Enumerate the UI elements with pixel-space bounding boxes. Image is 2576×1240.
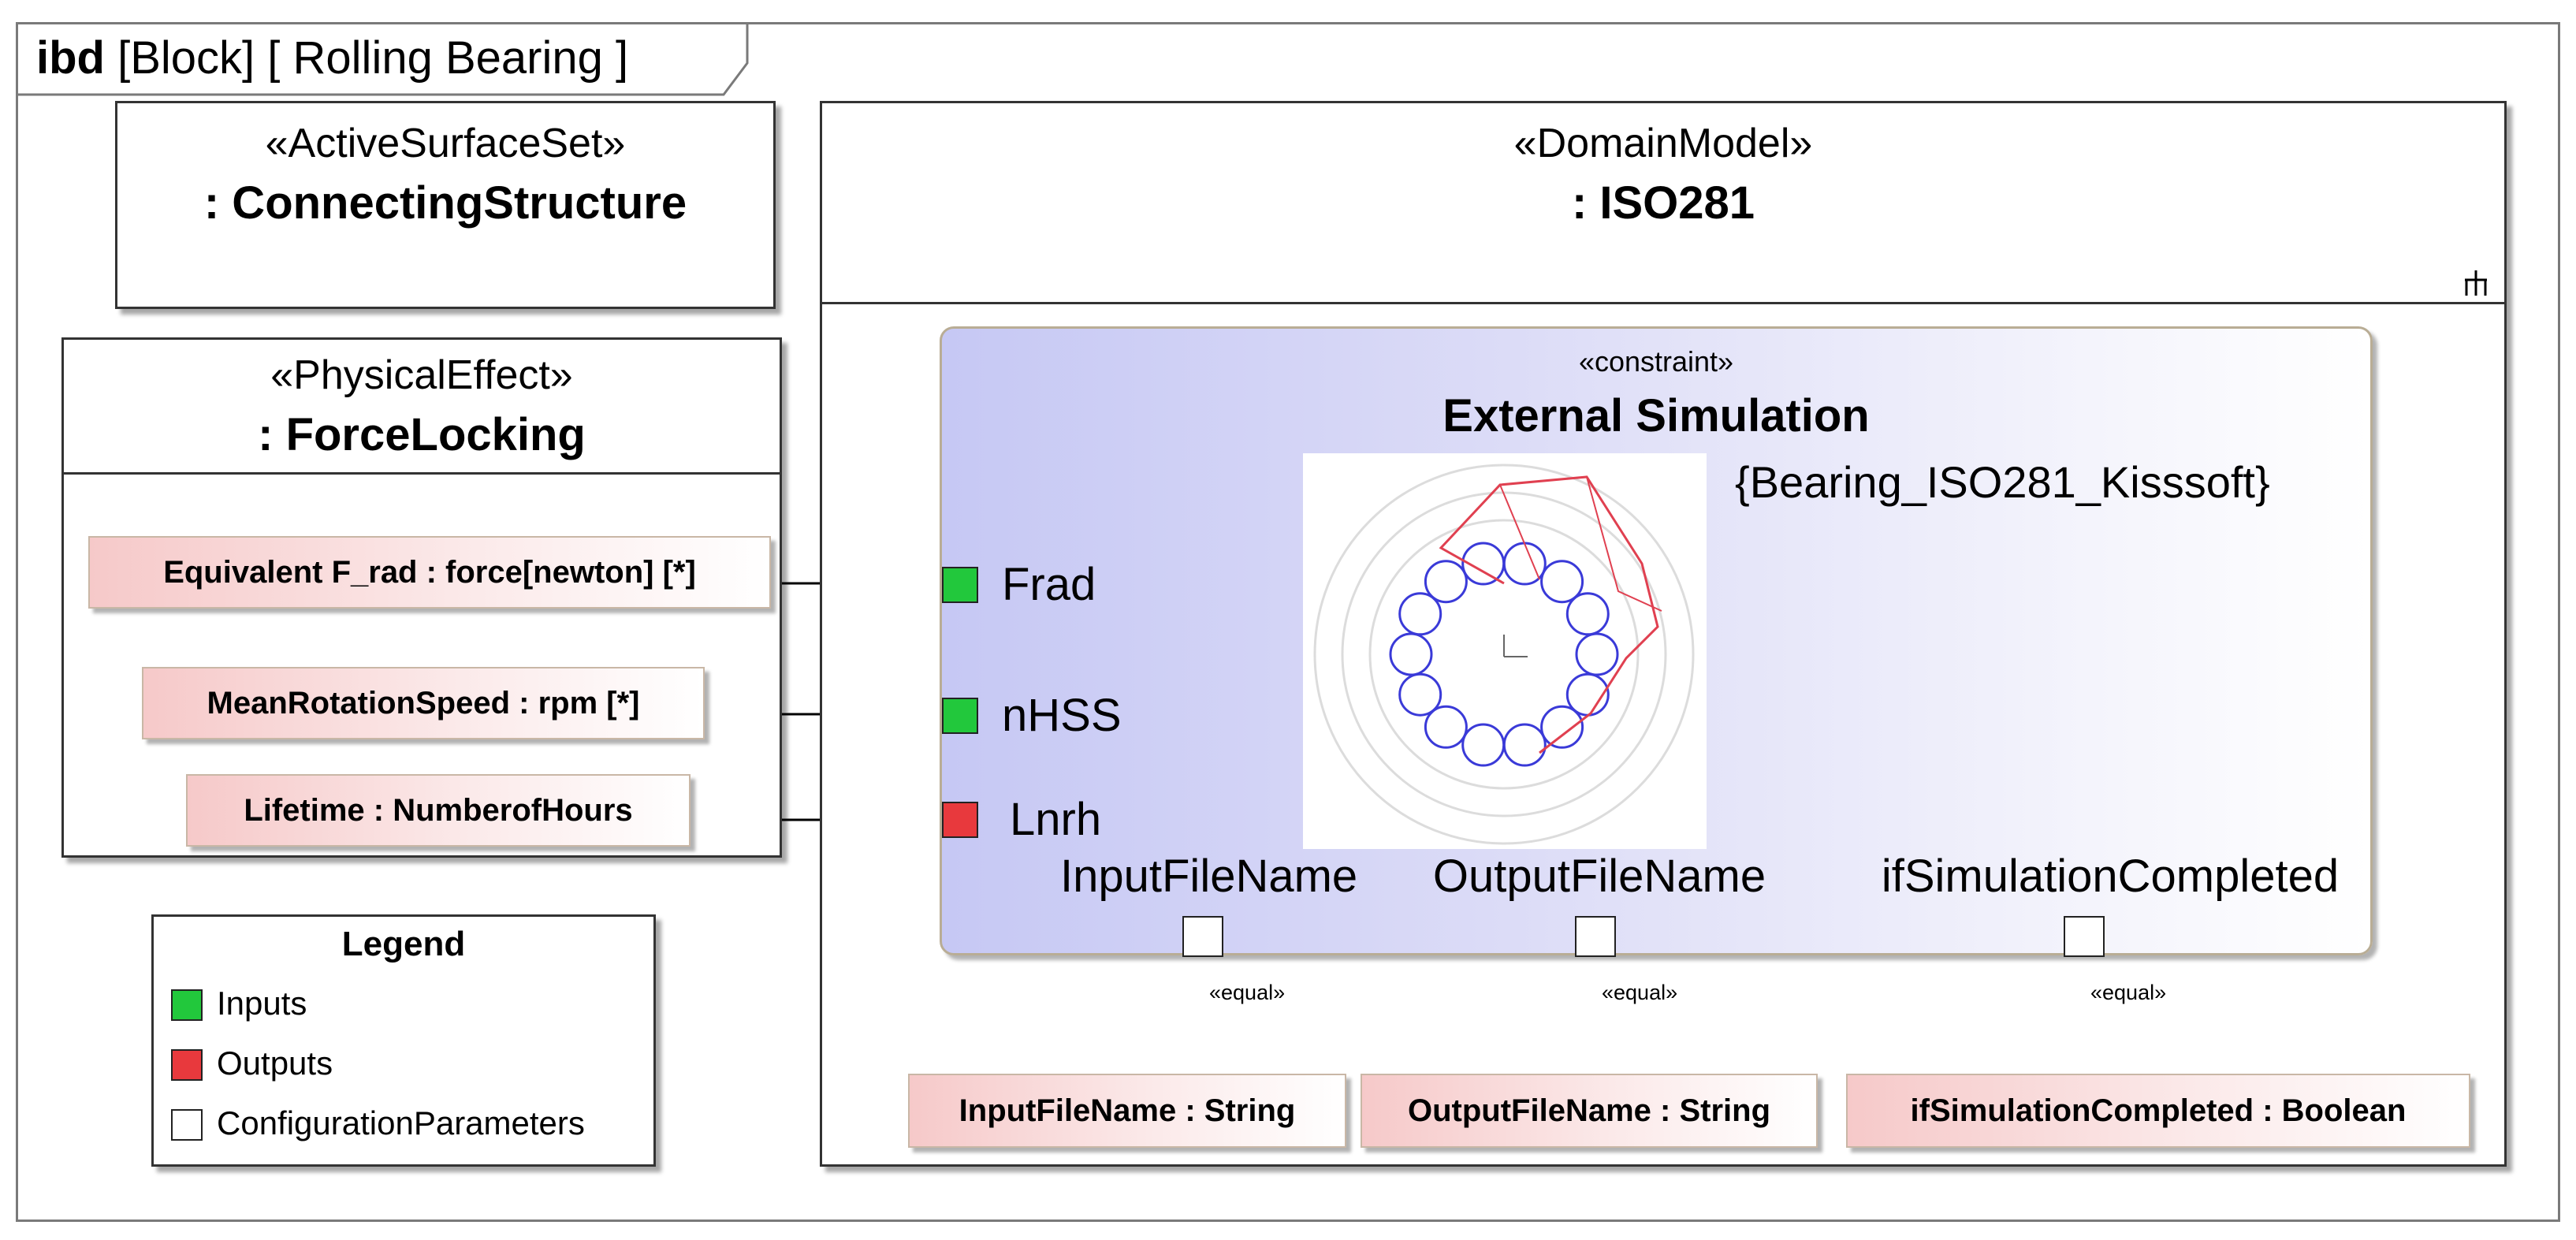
bearing-ball <box>1461 723 1506 767</box>
value-mean-rotation-speed[interactable]: MeanRotationSpeed : rpm [*] <box>142 667 705 739</box>
bearing-ball <box>1389 632 1433 676</box>
port-lnrh[interactable] <box>942 802 978 838</box>
legend-swatch-configuration <box>171 1109 203 1141</box>
active-surface-name: : ConnectingStructure <box>203 177 687 229</box>
value-equivalent-frad[interactable]: Equivalent F_rad : force[newton] [*] <box>88 536 771 609</box>
frame-title: ibd [Block] [ Rolling Bearing ] <box>36 30 628 87</box>
config-label-ifsimulationcompleted: ifSimulationCompleted <box>1881 851 2340 902</box>
equal-label-outputfilename: «equal» <box>1602 981 1678 1004</box>
value-inputfilename[interactable]: InputFileName : String <box>908 1074 1346 1148</box>
bearing-ball <box>1398 592 1442 636</box>
bearing-ball <box>1575 632 1619 676</box>
bearing-ball <box>1540 560 1584 604</box>
domain-model-divider <box>822 302 2504 304</box>
bearing-ball <box>1540 705 1584 749</box>
active-surface-stereotype: «ActiveSurfaceSet» <box>265 121 626 166</box>
port-label-lnrh: Lnrh <box>1010 794 1102 845</box>
constraint-expression: {Bearing_ISO281_Kisssoft} <box>1735 457 2270 507</box>
bearing-image <box>1303 453 1707 849</box>
port-ifsimulationcompleted[interactable] <box>2064 916 2105 957</box>
structure-icon <box>2465 270 2487 296</box>
port-frad[interactable] <box>942 567 978 603</box>
frame-kind: ibd <box>36 32 105 84</box>
physical-effect-name: : ForceLocking <box>258 409 586 460</box>
domain-model-name: : ISO281 <box>1571 177 1755 229</box>
frame-block: [Block] <box>117 32 255 84</box>
physical-effect-divider <box>64 472 780 475</box>
port-nhss[interactable] <box>942 698 978 734</box>
port-outputfilename[interactable] <box>1575 916 1616 957</box>
constraint-stereotype: «constraint» <box>1578 345 1734 378</box>
bearing-ball <box>1565 592 1610 636</box>
legend-swatch-inputs <box>171 989 203 1021</box>
active-surface-block[interactable]: «ActiveSurfaceSet» : ConnectingStructure <box>115 101 776 309</box>
legend-label-configuration: ConfigurationParameters <box>217 1104 585 1141</box>
bearing-ball <box>1424 705 1468 749</box>
legend-label-outputs: Outputs <box>217 1045 333 1082</box>
value-ifsimulationcompleted[interactable]: ifSimulationCompleted : Boolean <box>1846 1074 2470 1148</box>
constraint-name: External Simulation <box>1442 390 1870 441</box>
legend-title: Legend <box>341 925 466 963</box>
constraint-block[interactable]: «constraint» External Simulation {Bearin… <box>940 326 2373 955</box>
port-label-frad: Frad <box>1002 559 1096 610</box>
legend-swatch-outputs <box>171 1049 203 1081</box>
config-label-inputfilename: InputFileName <box>1060 851 1358 902</box>
frame-name: [ Rolling Bearing ] <box>267 32 629 84</box>
legend-label-inputs: Inputs <box>217 985 307 1022</box>
diagram-frame <box>16 22 2560 1222</box>
value-outputfilename[interactable]: OutputFileName : String <box>1361 1074 1818 1148</box>
equal-label-inputfilename: «equal» <box>1209 981 1286 1004</box>
config-label-outputfilename: OutputFileName <box>1432 851 1766 902</box>
bearing-ball <box>1398 672 1442 717</box>
legend-box: Legend Inputs Outputs ConfigurationParam… <box>151 914 656 1167</box>
value-lifetime[interactable]: Lifetime : NumberofHours <box>186 774 691 847</box>
bearing-ball <box>1424 560 1468 604</box>
physical-effect-stereotype: «PhysicalEffect» <box>270 352 573 398</box>
domain-model-stereotype: «DomainModel» <box>1513 121 1813 166</box>
equal-label-ifsimulationcompleted: «equal» <box>2090 981 2167 1004</box>
port-label-nhss: nHSS <box>1002 690 1122 741</box>
port-inputfilename[interactable] <box>1182 916 1223 957</box>
